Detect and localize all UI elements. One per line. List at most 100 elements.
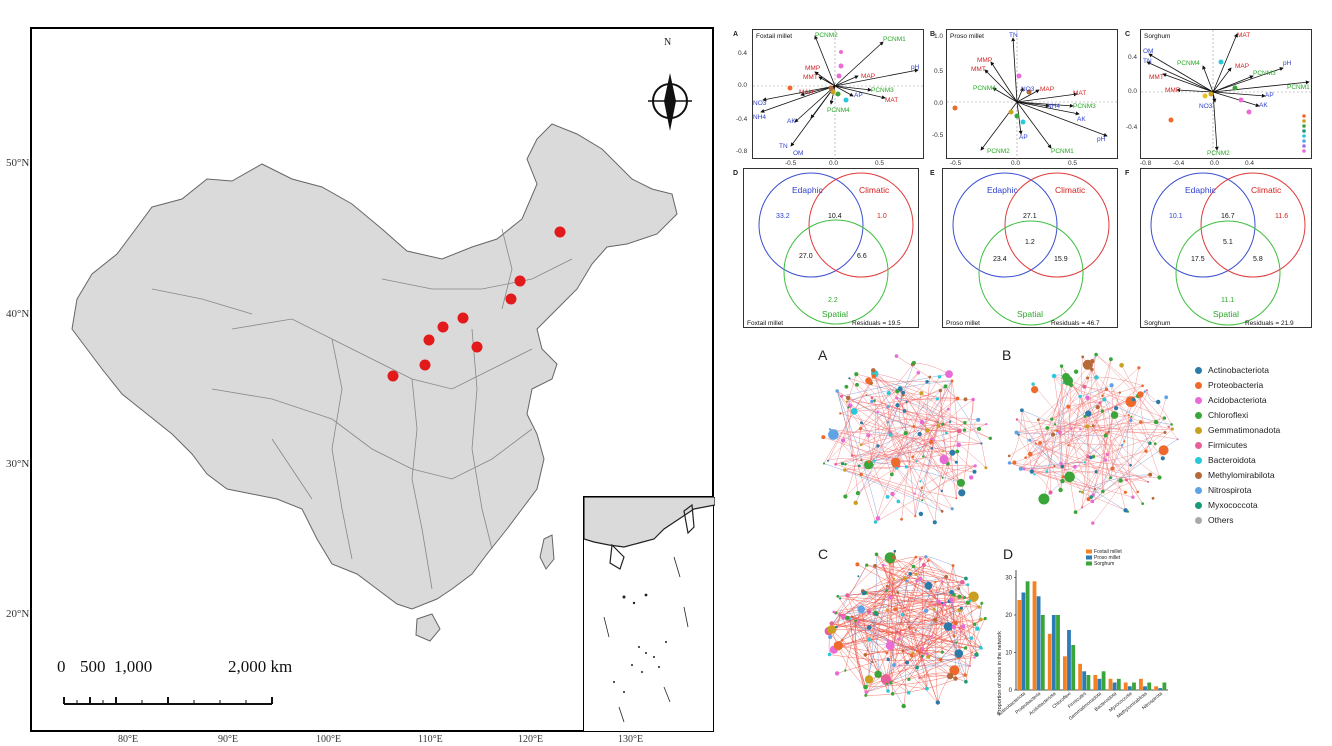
network-node (918, 557, 922, 561)
network-edge (1030, 399, 1105, 455)
network-node (1083, 461, 1086, 464)
network-edge (1032, 425, 1094, 470)
x-tick-label: Acidobacteriota (1028, 691, 1057, 717)
network-edge (845, 428, 861, 497)
network-edge (1071, 428, 1097, 472)
network-node (893, 549, 897, 553)
vec-label: MMT (1149, 74, 1164, 81)
network-node (968, 591, 979, 602)
network-node (855, 382, 859, 387)
network-node (1120, 444, 1124, 447)
network-node (892, 577, 896, 581)
network-node (949, 665, 960, 676)
network-node (854, 372, 859, 377)
network-node (834, 671, 840, 676)
network-edge (956, 642, 967, 682)
network-node (873, 605, 876, 608)
network-node (1141, 384, 1144, 387)
network-node (965, 600, 971, 605)
venn-value: 27.0 (799, 253, 813, 260)
network-node (960, 580, 965, 585)
network-node (1035, 442, 1038, 445)
network-node (1012, 460, 1017, 465)
network-edge (866, 656, 959, 693)
network-node (907, 677, 911, 681)
network-node (886, 689, 890, 693)
network-edge (1009, 410, 1023, 464)
venn-value: 5.8 (1253, 256, 1263, 263)
bar (1147, 682, 1152, 690)
network-node (857, 605, 865, 614)
network-node (938, 657, 943, 662)
network-node (923, 608, 929, 613)
network-edge (875, 408, 949, 523)
north-arrow-icon (648, 73, 692, 131)
network-node (914, 629, 917, 632)
network-node (1137, 366, 1141, 370)
network-edge (854, 386, 946, 412)
lon-label: 90°E (218, 734, 239, 745)
venn-panel-f: Edaphic Climatic Spatial 10.1 16.7 11.6 … (1140, 168, 1312, 328)
network-node (1085, 424, 1090, 429)
ord-xtick: -0.4 (1173, 160, 1185, 167)
network-node (900, 612, 905, 617)
site-marker (387, 370, 399, 382)
network-edge (848, 397, 891, 434)
venn-label-climatic: Climatic (859, 185, 890, 195)
network-node (896, 499, 901, 504)
sampling-sites (387, 226, 566, 382)
lat-label: 30°N (6, 458, 30, 470)
ord-letter: C (1125, 31, 1131, 38)
network-node (1162, 416, 1167, 420)
vec-label: AK (1077, 116, 1086, 123)
network-node (1123, 440, 1126, 443)
network-node (1143, 390, 1146, 393)
bar (1127, 686, 1132, 691)
network-node (949, 597, 954, 603)
network-node (920, 646, 925, 651)
network-node (942, 450, 945, 453)
network-node (971, 397, 975, 402)
network-node (976, 417, 981, 422)
network-edge (837, 390, 915, 494)
network-edge (916, 610, 927, 668)
network-node (968, 599, 972, 603)
network-edge (846, 374, 857, 402)
legend-item: Chloroflexi (1195, 410, 1248, 420)
network-node (922, 455, 925, 458)
legend-label: Proteobacteria (1208, 380, 1264, 390)
network-node (925, 652, 929, 656)
north-label: N (664, 37, 672, 48)
network-edge (845, 445, 879, 465)
network-edge (874, 565, 891, 598)
venn-crop: Foxtail millet (747, 320, 784, 327)
network-edge (1087, 397, 1126, 511)
network-node (924, 581, 933, 590)
network-node (1131, 397, 1136, 402)
network-node (916, 371, 921, 375)
venn-value: 33.2 (776, 213, 790, 220)
network-edge (886, 632, 928, 655)
network-node (1078, 394, 1082, 399)
network-node (1073, 510, 1078, 514)
network-edge (892, 380, 953, 460)
vec-label: PCNM2 (815, 32, 838, 39)
x-tick-label: Proteobacteria (1014, 691, 1042, 716)
network-node (912, 425, 916, 428)
network-node (1078, 490, 1081, 493)
scale-label: 2,000 km (228, 657, 293, 676)
vec-label: PCNM2 (1207, 150, 1230, 157)
network-node (1137, 391, 1144, 398)
network-node (1081, 355, 1085, 359)
network-edge (961, 608, 972, 667)
network-node (963, 596, 967, 599)
vec-label: AP (1265, 92, 1274, 99)
network-node (871, 660, 874, 664)
network-node (886, 657, 890, 662)
scale-label: 0 (57, 657, 66, 676)
network-edge (1104, 399, 1110, 432)
network-node (840, 438, 846, 443)
network-edge (895, 609, 941, 660)
network-edge (1025, 396, 1081, 458)
network-edge (1014, 420, 1131, 463)
